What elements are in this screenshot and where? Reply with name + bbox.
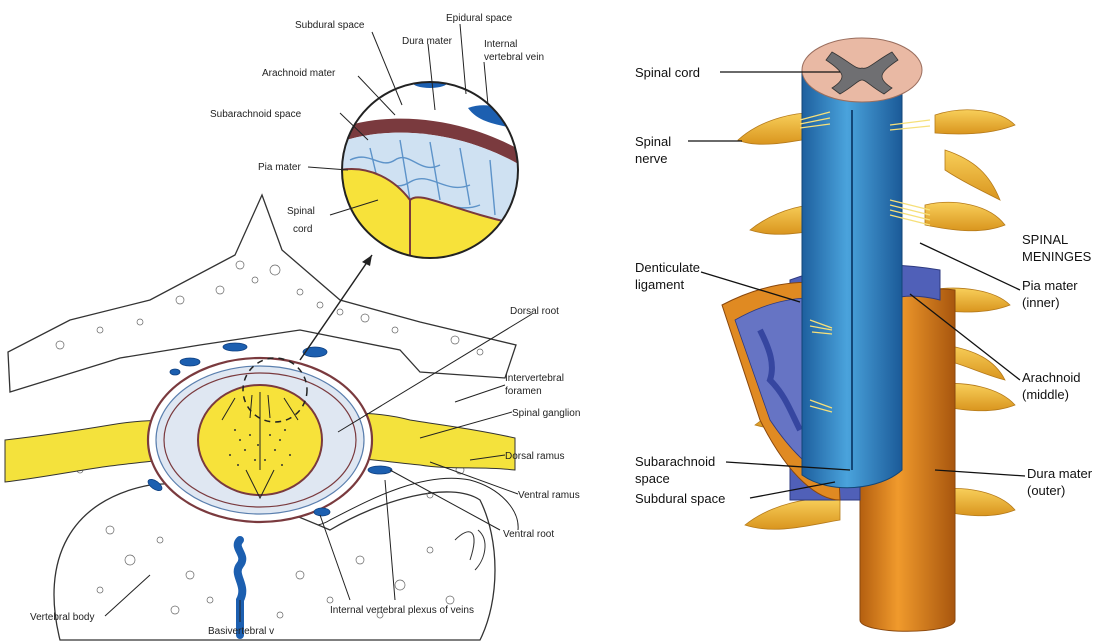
label-ventral-root: Ventral root: [503, 529, 554, 540]
label-internal-vertebral-plexus: Internal vertebral plexus of veins: [330, 605, 474, 616]
label-denticulate-ligament-line2: ligament: [635, 277, 685, 292]
meninges-3d-illustration: Spinal cord Spinal nerve SPINAL MENINGES…: [635, 38, 1093, 631]
label-spinal-meninges-line1: SPINAL: [1022, 232, 1068, 247]
label-internal-vertebral-vein-line2: vertebral vein: [484, 52, 544, 63]
label-arachnoid-line1: Arachnoid: [1022, 370, 1081, 385]
label-intervertebral-foramen-line2: foramen: [505, 386, 542, 397]
label-internal-vertebral-vein-line1: Internal: [484, 39, 517, 50]
label-spinal-nerve-line2: nerve: [635, 151, 668, 166]
label-spinal-cord: Spinal cord: [635, 65, 700, 80]
label-spinal-nerve-line1: Spinal: [635, 134, 671, 149]
label-denticulate-ligament-line1: Denticulate: [635, 260, 700, 275]
label-spinal-cord-line2: cord: [293, 224, 312, 235]
label-dura-mater: Dura mater: [402, 36, 453, 47]
label-basivertebral-vein: Basivertebral v: [208, 626, 274, 637]
label-pia-mater-line2: (inner): [1022, 295, 1060, 310]
label-intervertebral-foramen-line1: Intervertebral: [505, 373, 564, 384]
label-spinal-meninges-line2: MENINGES: [1022, 249, 1092, 264]
label-dorsal-ramus: Dorsal ramus: [505, 451, 564, 462]
label-arachnoid-mater: Arachnoid mater: [262, 68, 336, 79]
label-subarachnoid-space: Subarachnoid space: [210, 109, 302, 120]
cross-section-diagram: Subdural space Epidural space Dura mater…: [5, 13, 580, 640]
label-subdural-space: Subdural space: [295, 20, 365, 31]
label-vertebral-body: Vertebral body: [30, 612, 95, 623]
label-subarachnoid-space-line2: space: [635, 471, 670, 486]
label-epidural-space: Epidural space: [446, 13, 513, 24]
label-dura-mater-line1: Dura mater: [1027, 466, 1093, 481]
label-pia-mater: Pia mater: [258, 162, 301, 173]
label-arachnoid-line2: (middle): [1022, 387, 1069, 402]
label-pia-mater-line1: Pia mater: [1022, 278, 1078, 293]
label-spinal-ganglion: Spinal ganglion: [512, 408, 580, 419]
label-dorsal-root: Dorsal root: [510, 306, 559, 317]
label-subdural-space-right: Subdural space: [635, 491, 725, 506]
label-ventral-ramus: Ventral ramus: [518, 490, 580, 501]
label-dura-mater-line2: (outer): [1027, 483, 1065, 498]
label-spinal-cord-line1: Spinal: [287, 206, 315, 217]
label-subarachnoid-space-line1: Subarachnoid: [635, 454, 715, 469]
